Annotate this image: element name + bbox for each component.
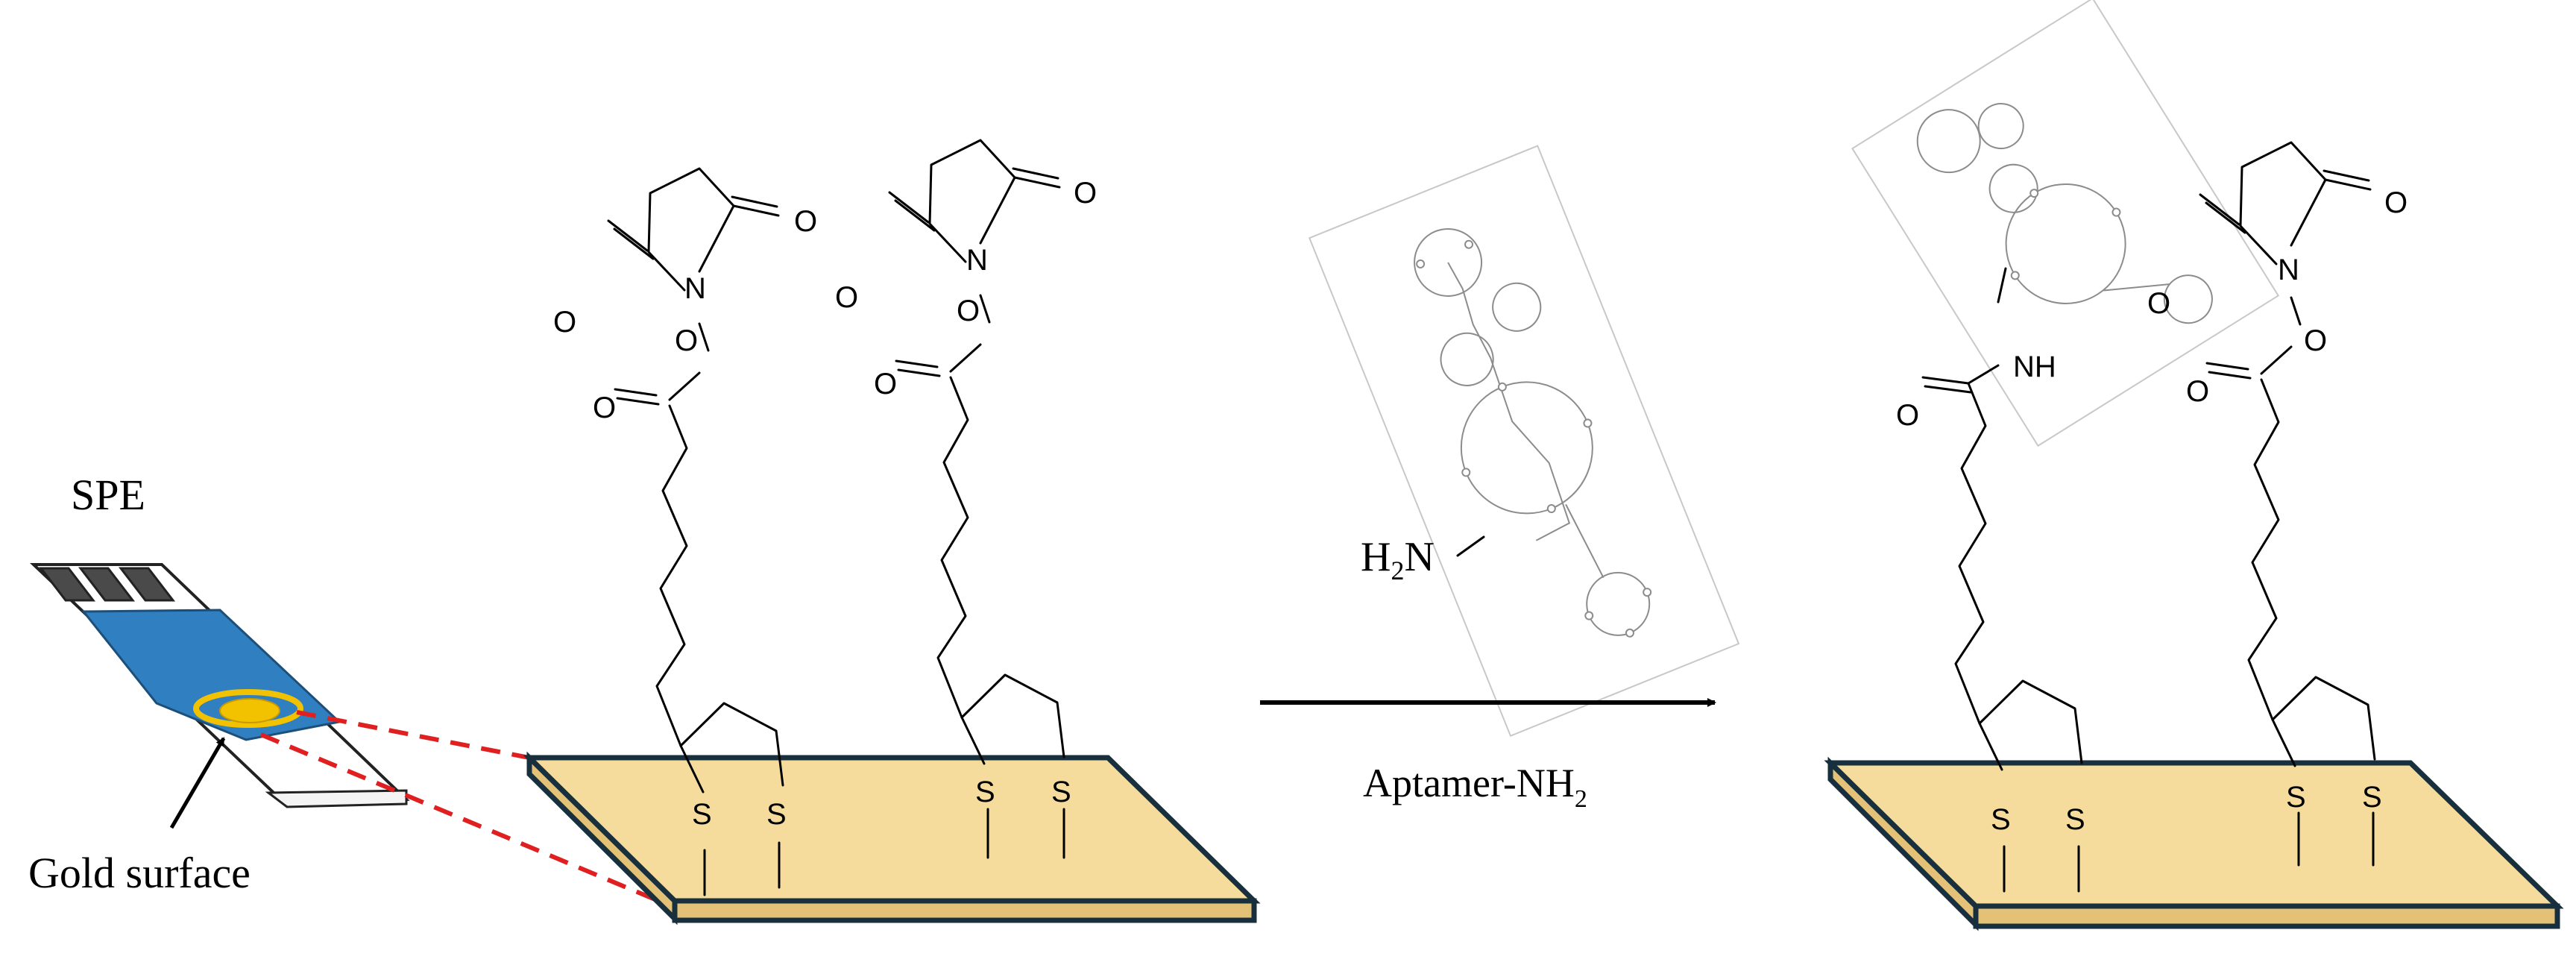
atom-labels: S S S S S S S S O O O O N O O O O N O O …	[553, 177, 2407, 836]
oxygen-atom: O	[1896, 399, 1919, 432]
zoom-guide-top	[296, 710, 538, 761]
oxygen-atom: O	[675, 324, 698, 357]
spe-electrode	[29, 563, 410, 829]
gold-slab-after	[1824, 756, 2564, 931]
gold-surface-label: Gold surface	[28, 849, 251, 897]
sulfur-atom: S	[2065, 803, 2085, 836]
conjugated-aptamer	[1851, 0, 2280, 447]
oxygen-atom: O	[553, 306, 576, 339]
nitrogen-atom: N	[966, 244, 988, 277]
amide-nh-label: NH	[2013, 351, 2056, 383]
gold-slab-before	[523, 751, 1261, 925]
oxygen-atom: O	[2384, 186, 2407, 219]
aptamer-structure	[1308, 145, 1740, 738]
sulfur-atom: S	[766, 798, 787, 831]
sulfur-atom: S	[2286, 781, 2306, 814]
oxygen-atom: O	[794, 205, 817, 238]
oxygen-atom: O	[835, 281, 858, 314]
thiol-anchors-after	[2003, 811, 2375, 893]
amine-bond	[1456, 535, 1485, 557]
nhs-linker-1	[607, 167, 784, 793]
amide-linker	[1921, 267, 2083, 771]
sulfur-atom: S	[975, 776, 995, 808]
sulfur-atom: S	[1051, 776, 1071, 808]
counter-electrode-ring	[193, 689, 303, 728]
gold-working-electrode	[219, 698, 280, 723]
nitrogen-atom: N	[2278, 254, 2299, 286]
nhs-linker-2	[888, 139, 1065, 765]
thiol-anchors-before	[703, 808, 1065, 896]
oxygen-atom: O	[593, 392, 616, 424]
sulfur-atom: S	[1991, 803, 2011, 836]
oxygen-atom: O	[874, 368, 897, 400]
sulfur-atom: S	[692, 798, 712, 831]
zoom-guide-bottom	[259, 732, 673, 908]
oxygen-atom: O	[2304, 324, 2327, 357]
reagent-label: Aptamer-NH2	[1363, 761, 1587, 813]
spe-label: SPE	[71, 471, 145, 519]
oxygen-atom: O	[2147, 287, 2170, 320]
amine-label: H2N	[1361, 534, 1435, 585]
oxygen-atom: O	[2186, 375, 2209, 408]
nitrogen-atom: N	[684, 272, 706, 305]
gold-surface-pointer	[169, 737, 226, 829]
oxygen-atom: O	[1074, 177, 1097, 210]
sulfur-atom: S	[2362, 781, 2382, 814]
oxygen-atom: O	[957, 295, 980, 327]
electrode-contacts	[38, 567, 176, 602]
